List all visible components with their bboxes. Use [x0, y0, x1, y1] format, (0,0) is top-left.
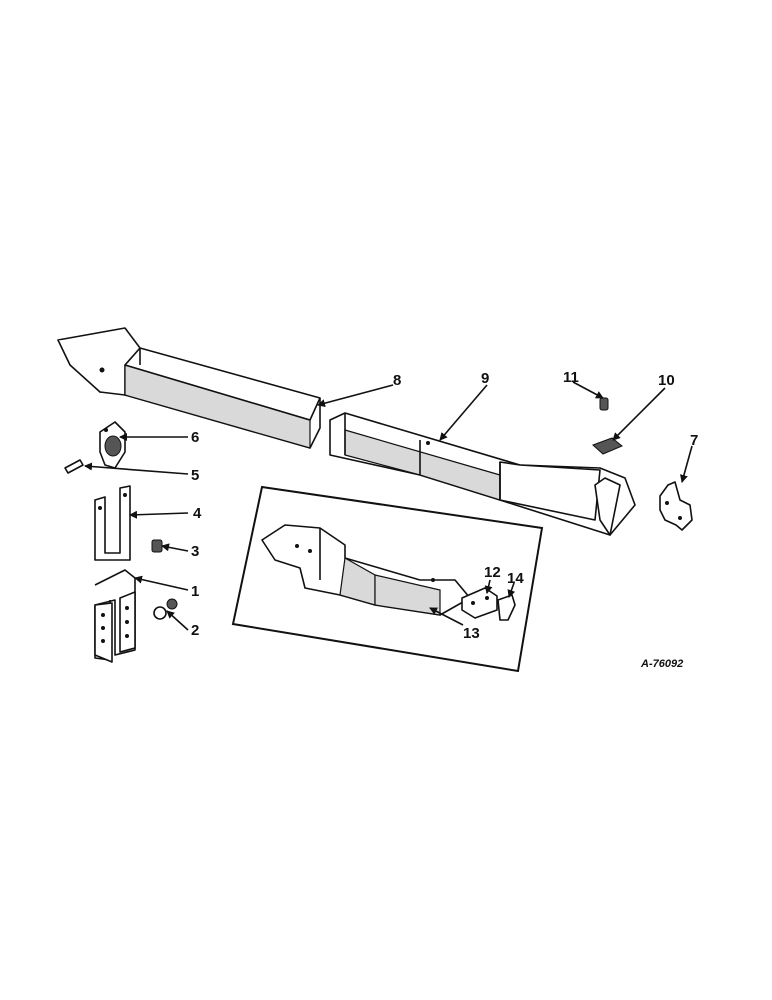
- drawing-number: A-76092: [640, 658, 683, 670]
- bearing-part: [99, 421, 126, 469]
- shield-left-part: [57, 327, 321, 449]
- u-bracket-part: [94, 485, 131, 561]
- callout-5: 5: [191, 467, 199, 484]
- callout-7: 7: [690, 432, 698, 449]
- bolt-part: [599, 397, 609, 411]
- washer-part: [153, 598, 178, 620]
- callout-13: 13: [463, 625, 480, 642]
- callout-1: 1: [191, 583, 199, 600]
- nut-part: [151, 539, 163, 553]
- leader-lines: [84, 381, 693, 631]
- callout-8: 8: [393, 372, 401, 389]
- callout-2: 2: [191, 622, 199, 639]
- callout-12: 12: [484, 564, 501, 581]
- callout-6: 6: [191, 429, 199, 446]
- callout-14: 14: [507, 570, 524, 587]
- shield-right-part: [329, 412, 636, 536]
- inset-panel: [231, 485, 544, 673]
- callout-4: 4: [193, 505, 202, 522]
- callout-10: 10: [658, 372, 675, 389]
- callouts: 8 9 11 10 7 6 5 4 3 1 2 12 14 13: [191, 369, 698, 642]
- callout-3: 3: [191, 543, 199, 560]
- bracket-part-7: [659, 481, 693, 531]
- pin-part: [64, 459, 84, 474]
- callout-11: 11: [563, 369, 579, 386]
- callout-9: 9: [481, 370, 489, 387]
- hanger-part: [94, 569, 136, 663]
- plate-part: [592, 437, 623, 455]
